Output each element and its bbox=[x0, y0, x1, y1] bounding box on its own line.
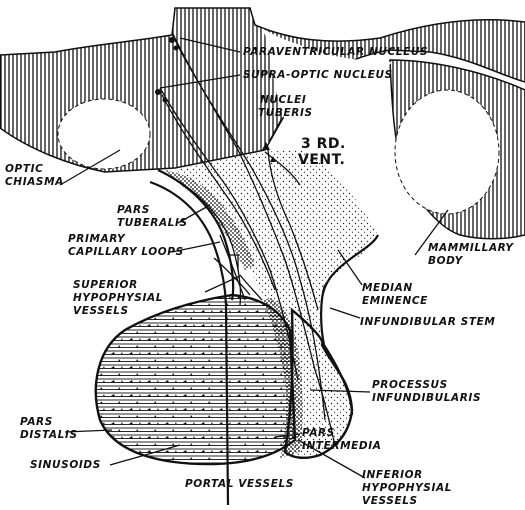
label-inferior-3: VESSELS bbox=[362, 495, 418, 507]
label-pars-intermedia-1: PARS bbox=[302, 427, 335, 439]
label-median-2: EMINENCE bbox=[362, 295, 428, 307]
label-processus-1: PROCESSUS bbox=[372, 379, 448, 391]
label-portal-vessels: PORTAL VESSELS bbox=[185, 478, 294, 490]
mammillary-body-shape bbox=[395, 90, 499, 214]
label-pars-distalis-2: DISTALIS bbox=[20, 429, 78, 441]
label-primary-2: CAPILLARY LOOPS bbox=[68, 246, 184, 258]
label-nuclei-tuberis-1: NUCLEI bbox=[260, 94, 306, 106]
label-pars-tuberalis-2: TUBERALIS bbox=[117, 217, 188, 229]
label-superior-3: VESSELS bbox=[73, 305, 129, 317]
label-third-vent-2: VENT. bbox=[298, 152, 345, 168]
label-median-1: MEDIAN bbox=[362, 282, 413, 294]
label-mammillary-1: MAMMILLARY bbox=[428, 242, 514, 254]
label-inferior-1: INFERIOR bbox=[362, 469, 423, 481]
label-sinusoids: SINUSOIDS bbox=[30, 459, 101, 471]
label-nuclei-tuberis-2: TUBERIS bbox=[258, 107, 313, 119]
label-mammillary-2: BODY bbox=[428, 255, 464, 267]
label-optic-1: OPTIC bbox=[5, 163, 43, 175]
label-pars-intermedia-2: INTERMEDIA bbox=[302, 440, 382, 452]
label-paraventricular: PARAVENTRICULAR NUCLEUS bbox=[243, 46, 428, 58]
label-pars-distalis-1: PARS bbox=[20, 416, 53, 428]
label-pars-tuberalis-1: PARS bbox=[117, 204, 150, 216]
label-optic-2: CHIASMA bbox=[5, 176, 64, 188]
label-infundibular-stem: INFUNDIBULAR STEM bbox=[360, 316, 495, 328]
label-processus-2: INFUNDIBULARIS bbox=[372, 392, 481, 404]
label-superior-1: SUPERIOR bbox=[73, 279, 138, 291]
label-supraoptic: SUPRA-OPTIC NUCLEUS bbox=[243, 69, 393, 81]
label-third-vent-1: 3 RD. bbox=[301, 136, 346, 152]
label-superior-2: HYPOPHYSIAL bbox=[73, 292, 163, 304]
label-inferior-2: HYPOPHYSIAL bbox=[362, 482, 452, 494]
optic-chiasma-shape bbox=[58, 99, 150, 169]
label-primary-1: PRIMARY bbox=[68, 233, 126, 245]
